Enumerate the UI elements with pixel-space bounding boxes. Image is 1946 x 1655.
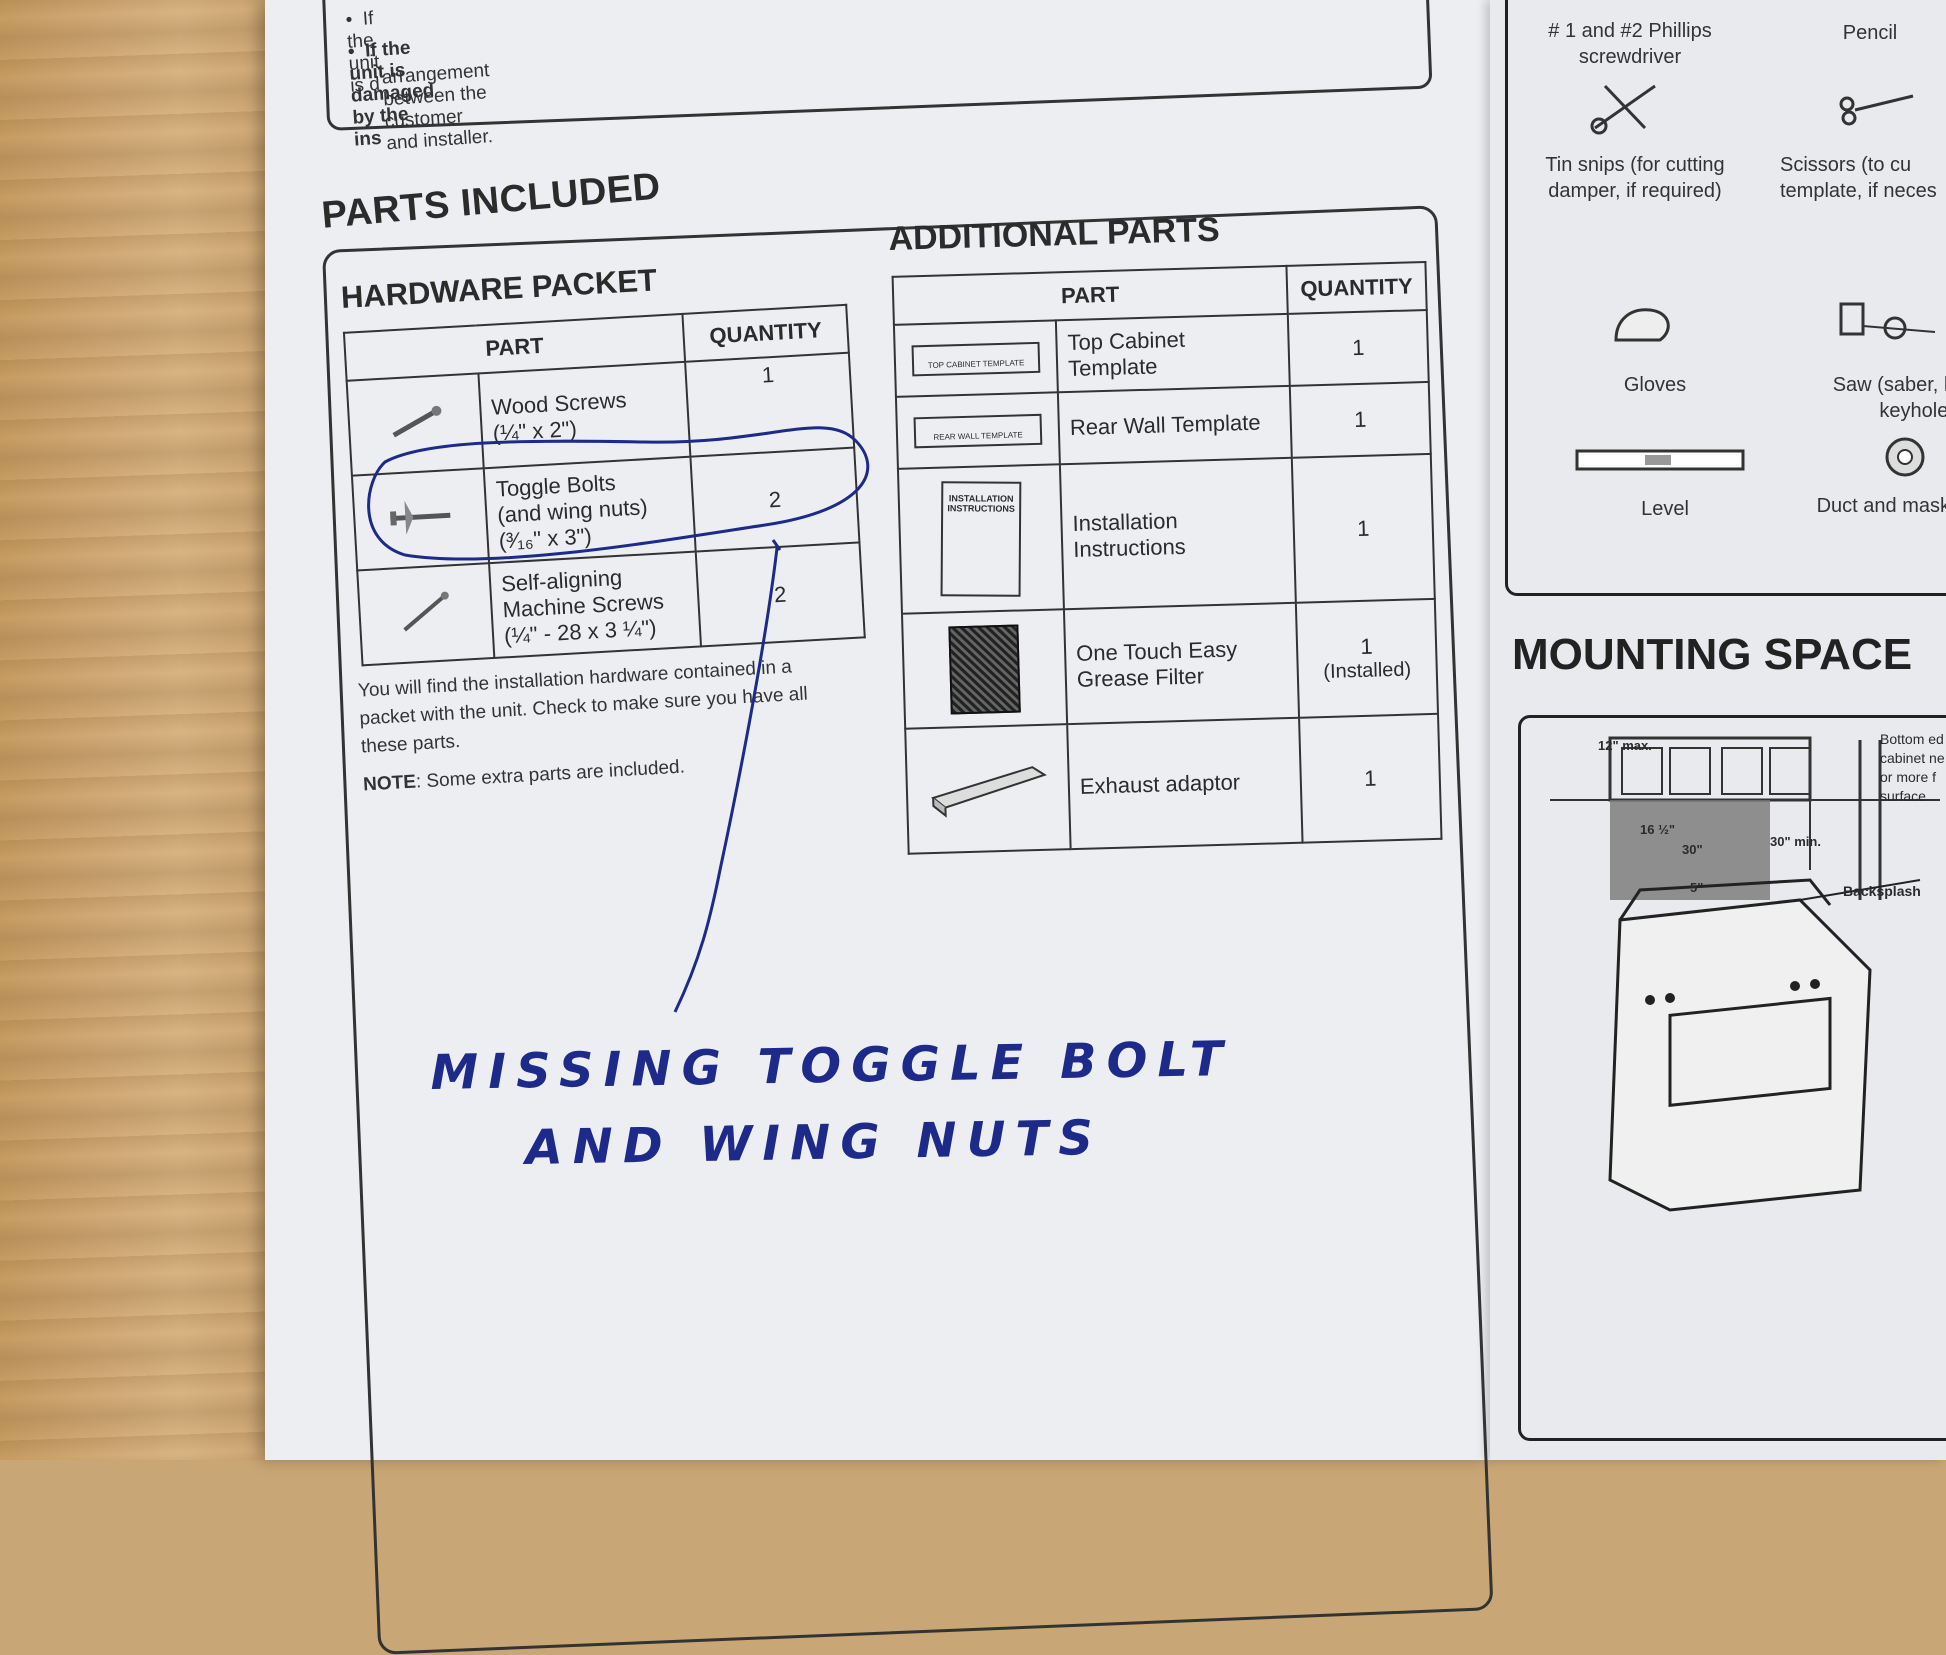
- tool-text: Tin snips (for cutting: [1545, 154, 1725, 176]
- handwritten-circle-annotation: [367, 426, 870, 1013]
- grease-filter-icon: [901, 609, 1068, 729]
- part-name-2: Template: [1067, 353, 1158, 382]
- handwritten-note-line-2: AND WING NUTS: [525, 1109, 1104, 1176]
- part-name-2: Instructions: [1072, 533, 1187, 562]
- additional-col-qty: QUANTITY: [1286, 262, 1427, 314]
- wood-screw-icon: [346, 373, 484, 476]
- additional-section: ADDITIONAL PARTS PART QUANTITY TOP CABIN…: [888, 211, 1442, 854]
- label-backsplash: Backsplash: [1843, 883, 1921, 899]
- part-qty: 1: [1289, 381, 1431, 458]
- hardware-table: PART QUANTITY Wood Screws(¼" x 2") 1 Tog…: [343, 304, 866, 667]
- wood-table: [0, 0, 300, 1460]
- exhaust-adaptor-icon: [905, 724, 1071, 854]
- left-page: [265, 0, 1490, 1460]
- note-line: surface.: [1880, 788, 1930, 804]
- additional-table: PART QUANTITY TOP CABINET TEMPLATE Top C…: [892, 261, 1443, 855]
- machine-screw-icon: [357, 563, 495, 666]
- tool-text: screwdriver: [1578, 46, 1682, 68]
- tool-text: # 1 and #2 Phillips: [1548, 20, 1712, 42]
- mounting-space-title: MOUNTING SPACE: [1512, 630, 1913, 679]
- scissors-label: Scissors (to cu template, if neces: [1780, 152, 1946, 204]
- tool-text: keyhole): [1879, 400, 1946, 422]
- note-line: cabinet ne: [1880, 750, 1945, 766]
- top-cabinet-template-icon: TOP CABINET TEMPLATE: [893, 320, 1058, 397]
- level-icon: [1575, 449, 1745, 471]
- rear-wall-template-icon: REAR WALL TEMPLATE: [895, 392, 1060, 469]
- part-qty-note: (Installed): [1323, 658, 1412, 684]
- table-row: Toggle Bolts(and wing nuts)(³⁄₁₆" x 3") …: [351, 447, 860, 571]
- gloves-label: Gloves: [1623, 374, 1687, 396]
- phillips-label: # 1 and #2 Phillips screwdriver: [1535, 18, 1725, 70]
- pencil-label: Pencil: [1842, 22, 1898, 44]
- table-row: Wood Screws(¼" x 2") 1: [346, 352, 855, 476]
- note-line: Bottom ed: [1880, 731, 1944, 747]
- part-qty: 1: [1360, 633, 1374, 659]
- range-hood-diagram: [1550, 736, 1940, 1212]
- part-qty: 1: [1291, 453, 1435, 603]
- part-name-2: Grease Filter: [1076, 662, 1205, 692]
- tool-text: Saw (saber, h: [1832, 374, 1946, 396]
- tool-text: damper, if required): [1548, 180, 1722, 202]
- level-label: Level: [1641, 498, 1689, 520]
- part-name: Exhaust adaptor: [1079, 768, 1241, 799]
- note-line: or more f: [1880, 769, 1937, 785]
- tool-text: Scissors (to cu: [1780, 154, 1912, 176]
- warning-bullet-2-cont: arrangement between the customer and ins…: [381, 60, 494, 155]
- part-qty: 1: [1287, 309, 1429, 386]
- label-5: 5": [1690, 880, 1704, 895]
- icon-label: TOP CABINET TEMPLATE: [911, 341, 1041, 376]
- label-30-min: 30" min.: [1770, 834, 1821, 849]
- saw-label: Saw (saber, h keyhole): [1805, 372, 1946, 424]
- scissors-icon: [1839, 94, 1914, 126]
- saw-icon: [1839, 302, 1936, 340]
- part-name: Rear Wall Template: [1069, 409, 1261, 440]
- right-page: [1490, 0, 1946, 1460]
- tinsnips-label: Tin snips (for cutting damper, if require…: [1535, 152, 1735, 204]
- tin-snips-icon: [1590, 84, 1656, 135]
- icon-label: REAR WALL TEMPLATE: [913, 413, 1043, 448]
- label-30: 30": [1682, 842, 1703, 857]
- gloves-icon: [1614, 308, 1670, 342]
- tools-box: [1505, 0, 1946, 596]
- table-row: Exhaust adaptor 1: [905, 713, 1442, 854]
- label-16-half: 16 ½": [1640, 822, 1676, 837]
- bottom-edge-note: Bottom ed cabinet ne or more f surface.: [1880, 730, 1945, 806]
- tool-text: template, if neces: [1780, 180, 1937, 202]
- instructions-booklet-icon: INSTALLATION INSTRUCTIONS: [897, 464, 1064, 614]
- duct-tape-icon: [1885, 437, 1925, 477]
- toggle-bolt-icon: [351, 468, 490, 571]
- icon-label: INSTALLATION INSTRUCTIONS: [940, 481, 1022, 597]
- hardware-section: HARDWARE PACKET PART QUANTITY Wood Screw…: [340, 262, 865, 795]
- duct-label: Duct and mask: [1816, 495, 1946, 517]
- label-12-max: 12" max.: [1598, 738, 1652, 753]
- mounting-diagram-box: [1518, 715, 1946, 1441]
- part-qty: 1: [1299, 713, 1442, 843]
